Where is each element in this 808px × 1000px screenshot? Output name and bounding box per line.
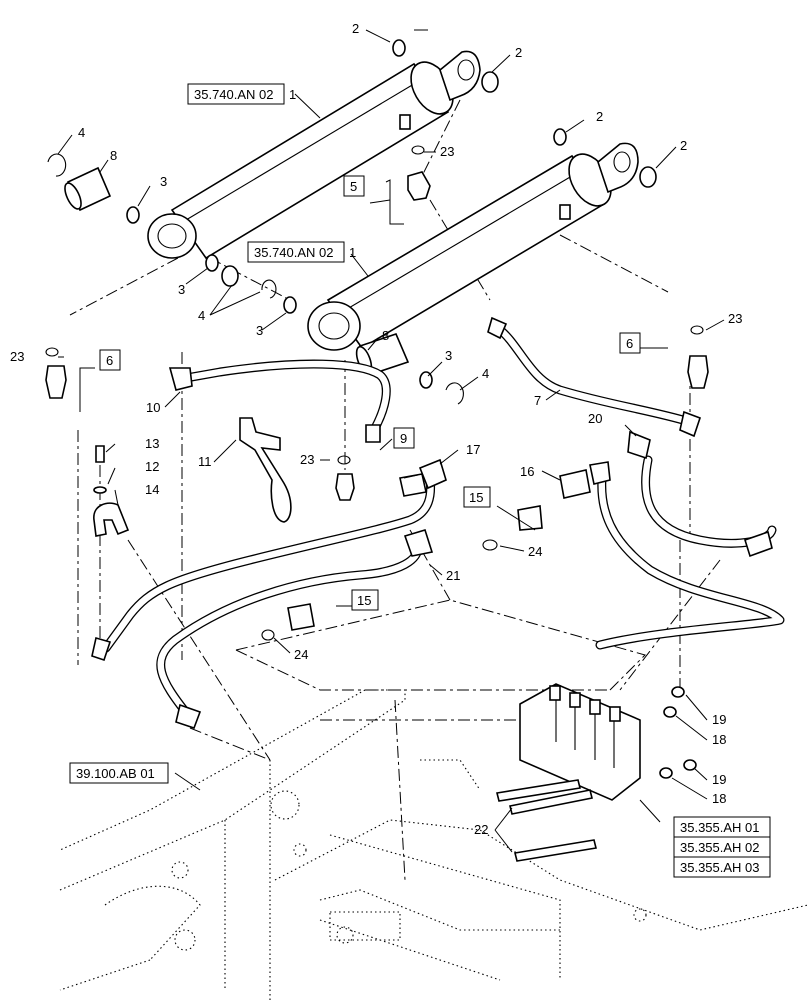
callout-8-a: 8 xyxy=(110,148,117,163)
callout-3-a: 3 xyxy=(160,174,167,189)
callout-4-c: 4 xyxy=(482,366,489,381)
boxed-callouts: 5 6 6 9 15 15 xyxy=(99,175,641,611)
callout-23-b: 23 xyxy=(440,144,454,159)
ref-cylinder-upper: 35.740.AN 02 xyxy=(194,87,274,102)
ref-cylinder-lower: 35.740.AN 02 xyxy=(254,245,334,260)
callout-17: 17 xyxy=(466,442,480,457)
callout-20: 20 xyxy=(588,411,602,426)
callout-6-right: 6 xyxy=(626,336,633,351)
control-valve xyxy=(496,683,697,862)
ref-box-valve-c xyxy=(673,856,771,878)
callout-14: 14 xyxy=(145,482,159,497)
callout-9: 9 xyxy=(400,431,407,446)
callout-23-a: 23 xyxy=(10,349,24,364)
callout-23-d: 23 xyxy=(300,452,314,467)
hardware xyxy=(47,39,657,405)
box-6-right xyxy=(619,332,641,354)
ref-box-cylinder-upper xyxy=(187,83,285,105)
callout-16: 16 xyxy=(520,464,534,479)
callout-19-b: 19 xyxy=(712,772,726,787)
callout-13: 13 xyxy=(145,436,159,451)
callout-12: 12 xyxy=(145,459,159,474)
ref-valve-a: 35.355.AH 01 xyxy=(680,820,760,835)
box-5 xyxy=(343,175,365,197)
callout-24-a: 24 xyxy=(528,544,542,559)
box-6-left xyxy=(99,349,121,371)
reference-labels: 35.740.AN 02 35.740.AN 02 39.100.AB 01 3… xyxy=(69,83,771,878)
callout-10: 10 xyxy=(146,400,160,415)
callout-24-b: 24 xyxy=(294,647,308,662)
callout-numbers: 1 1 2 2 2 2 3 3 3 3 4 4 4 7 8 8 10 11 12… xyxy=(10,21,742,837)
ref-valve-c: 35.355.AH 03 xyxy=(680,860,760,875)
callout-1-lower: 1 xyxy=(349,245,356,260)
box-15-lower xyxy=(351,589,379,611)
callout-1-upper: 1 xyxy=(289,87,296,102)
callout-11: 11 xyxy=(198,454,212,469)
hoses xyxy=(91,316,785,730)
callout-3-d: 3 xyxy=(445,348,452,363)
ref-box-cylinder-lower xyxy=(247,241,345,263)
callout-18-b: 18 xyxy=(712,791,726,806)
callout-4-a: 4 xyxy=(78,125,85,140)
callout-21: 21 xyxy=(446,568,460,583)
cylinder-lower xyxy=(307,142,639,351)
box-9 xyxy=(393,427,415,449)
callout-5: 5 xyxy=(350,179,357,194)
callout-2-c: 2 xyxy=(596,109,603,124)
centerlines xyxy=(69,99,721,881)
callout-15-lower: 15 xyxy=(357,593,371,608)
ref-frame: 39.100.AB 01 xyxy=(76,766,155,781)
callout-2-d: 2 xyxy=(680,138,687,153)
callout-18-a: 18 xyxy=(712,732,726,747)
callout-15-upper: 15 xyxy=(469,490,483,505)
callout-2-a: 2 xyxy=(352,21,359,36)
bracket-clamp xyxy=(93,417,292,537)
callout-4-b: 4 xyxy=(198,308,205,323)
machine-frame xyxy=(59,689,808,1000)
callout-6-left: 6 xyxy=(106,353,113,368)
cylinder-upper xyxy=(147,50,481,260)
leader-lines xyxy=(57,29,725,853)
callout-7: 7 xyxy=(534,393,541,408)
callout-8-b: 8 xyxy=(382,328,389,343)
callout-19-a: 19 xyxy=(712,712,726,727)
box-15-upper xyxy=(463,486,491,508)
callout-3-b: 3 xyxy=(178,282,185,297)
ref-valve-b: 35.355.AH 02 xyxy=(680,840,760,855)
callout-3-c: 3 xyxy=(256,323,263,338)
callout-23-c: 23 xyxy=(728,311,742,326)
callout-22: 22 xyxy=(474,822,488,837)
ref-box-frame xyxy=(69,762,169,784)
callout-2-b: 2 xyxy=(515,45,522,60)
